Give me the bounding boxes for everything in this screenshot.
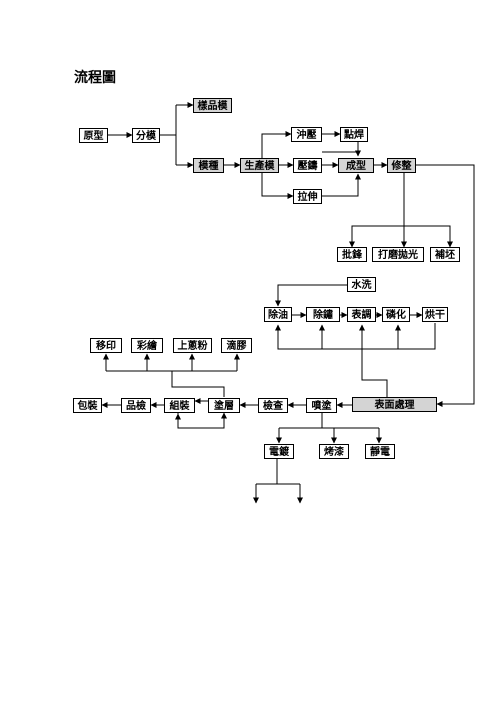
node-coating: 塗層 — [208, 398, 240, 413]
node-die-casting: 壓鑄 — [293, 158, 322, 173]
node-electroplating: 電鍍 — [264, 444, 294, 459]
node-pad-printing: 移印 — [90, 338, 122, 353]
node-sample-mold: 樣品模 — [193, 98, 232, 113]
node-patching: 補坯 — [430, 247, 460, 262]
node-mold-type: 模種 — [193, 158, 224, 173]
node-derust: 除鏽 — [306, 307, 340, 322]
node-flocking: 上蔥粉 — [173, 338, 212, 353]
node-spot-welding: 點焊 — [340, 127, 368, 142]
node-assembly: 組裝 — [164, 398, 195, 413]
node-stamping: 沖壓 — [291, 127, 322, 142]
node-deburring: 批鋒 — [337, 247, 367, 262]
node-water-wash: 水洗 — [347, 277, 376, 292]
node-packing: 包裝 — [73, 398, 102, 413]
node-split-mold: 分模 — [132, 128, 160, 143]
node-grinding-polishing: 打磨拋光 — [372, 247, 424, 262]
node-phosphating: 磷化 — [382, 307, 410, 322]
node-baking-paint: 烤漆 — [319, 444, 349, 459]
node-surface-treatment: 表面處理 — [352, 397, 437, 412]
node-spray-coating: 噴塗 — [306, 398, 337, 413]
node-production-mold: 生產模 — [240, 158, 279, 173]
page-title: 流程圖 — [74, 70, 116, 86]
node-inspection: 檢查 — [258, 398, 288, 413]
node-glue-drip: 滴膠 — [221, 338, 252, 353]
node-drying: 烘干 — [422, 307, 448, 322]
node-prototype: 原型 — [79, 128, 108, 143]
node-stretching: 拉伸 — [293, 189, 322, 204]
node-surface-adjust: 表調 — [347, 307, 376, 322]
node-color-painting: 彩繪 — [131, 338, 163, 353]
node-degrease: 除油 — [264, 307, 292, 322]
node-forming: 成型 — [338, 158, 374, 173]
node-quality-check: 品檢 — [121, 398, 151, 413]
node-trimming: 修整 — [387, 158, 416, 173]
node-electrostatic: 靜電 — [365, 444, 395, 459]
